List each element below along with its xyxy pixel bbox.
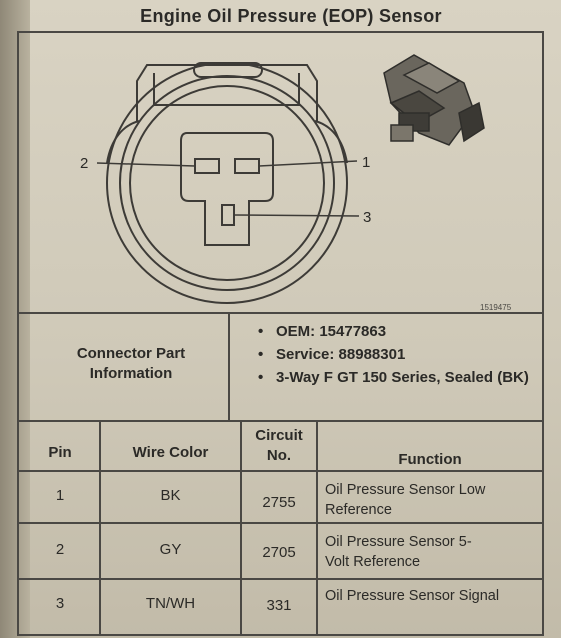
bullet-dot: • — [258, 369, 264, 386]
row-3-wire-color: TN/WH — [145, 595, 196, 612]
pin-leader-lines — [96, 160, 360, 217]
pin-label-1: 1 — [362, 154, 370, 171]
col-divider-pin — [99, 420, 101, 636]
connector-rings — [106, 62, 348, 304]
header-circuit-no: Circuit No. — [255, 427, 303, 464]
row-2-wire-color: GY — [159, 541, 182, 558]
divider-table-header — [19, 470, 542, 472]
pin-3-terminal — [221, 204, 235, 226]
header-pin: Pin — [48, 444, 72, 461]
connector-part-label: Connector Part Information — [76, 345, 186, 382]
document-frame — [17, 31, 544, 636]
connector-detail-text: Service: 88988301 — [276, 346, 406, 363]
bullet-dot: • — [258, 346, 264, 363]
divider-row-1 — [19, 522, 542, 524]
bullet-dot: • — [258, 323, 264, 340]
row-3-function: Oil Pressure Sensor Signal — [325, 588, 500, 604]
connector-latch — [106, 62, 348, 164]
row-2-pin: 2 — [55, 541, 65, 558]
pin-label-3: 3 — [363, 209, 371, 226]
header-wire-color: Wire Color — [132, 444, 209, 461]
row-2-circuit: 2705 — [262, 544, 296, 561]
col-divider-circuit — [316, 420, 318, 636]
connector-detail-text: 3-Way F GT 150 Series, Sealed (BK) — [276, 369, 529, 386]
connector-detail-service: • Service: 88988301 — [258, 345, 538, 365]
header-function: Function — [398, 451, 462, 468]
connector-details: • OEM: 15477863 • Service: 88988301 • 3-… — [258, 322, 538, 391]
connector-3d-view — [383, 54, 485, 146]
row-3-pin: 3 — [55, 595, 65, 612]
divider-row-2 — [19, 578, 542, 580]
connector-detail-type: • 3-Way F GT 150 Series, Sealed (BK) — [258, 368, 538, 388]
divider-connector-info — [19, 420, 542, 422]
divider-diagram — [19, 312, 542, 314]
row-1-function: Oil Pressure Sensor Low Reference — [325, 482, 486, 518]
figure-id: 1519475 — [480, 303, 512, 312]
pin-1-terminal — [234, 158, 260, 174]
connector-detail-text: OEM: 15477863 — [276, 323, 387, 340]
pin-label-2: 2 — [80, 155, 88, 172]
pin-2-terminal — [194, 158, 220, 174]
row-1-wire-color: BK — [160, 487, 181, 504]
connector-detail-oem: • OEM: 15477863 — [258, 322, 538, 342]
page-edge-shadow — [0, 0, 30, 638]
row-3-circuit: 331 — [266, 597, 292, 614]
divider-connector-col — [228, 312, 230, 422]
row-1-pin: 1 — [55, 487, 65, 504]
row-1-circuit: 2755 — [262, 494, 296, 511]
terminal-cavity-block — [180, 132, 274, 246]
col-divider-wire — [240, 420, 242, 636]
row-2-function: Oil Pressure Sensor 5-Volt Reference — [325, 534, 472, 570]
page-title: Engine Oil Pressure (EOP) Sensor — [140, 6, 442, 26]
connector-diagram: 1 2 3 — [80, 54, 485, 304]
